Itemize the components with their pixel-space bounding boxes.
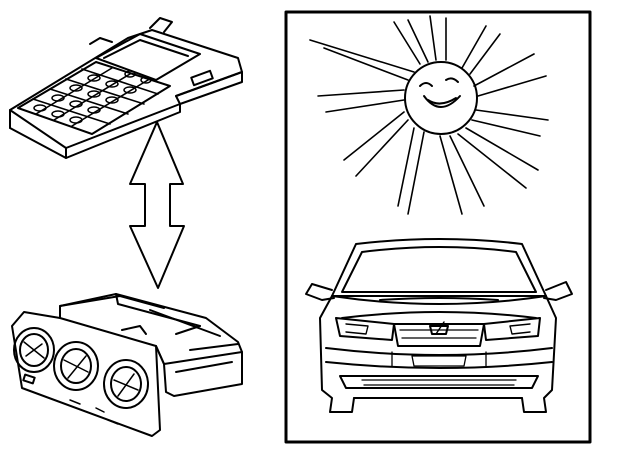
- right-panel-frame: [286, 12, 590, 442]
- bidirectional-arrow-icon: [130, 122, 184, 288]
- smiling-sun-icon: [310, 16, 548, 214]
- climate-control-panel-icon: [12, 294, 242, 436]
- car-front-view-icon: [306, 239, 572, 412]
- diagnostic-tester-icon: [10, 18, 242, 158]
